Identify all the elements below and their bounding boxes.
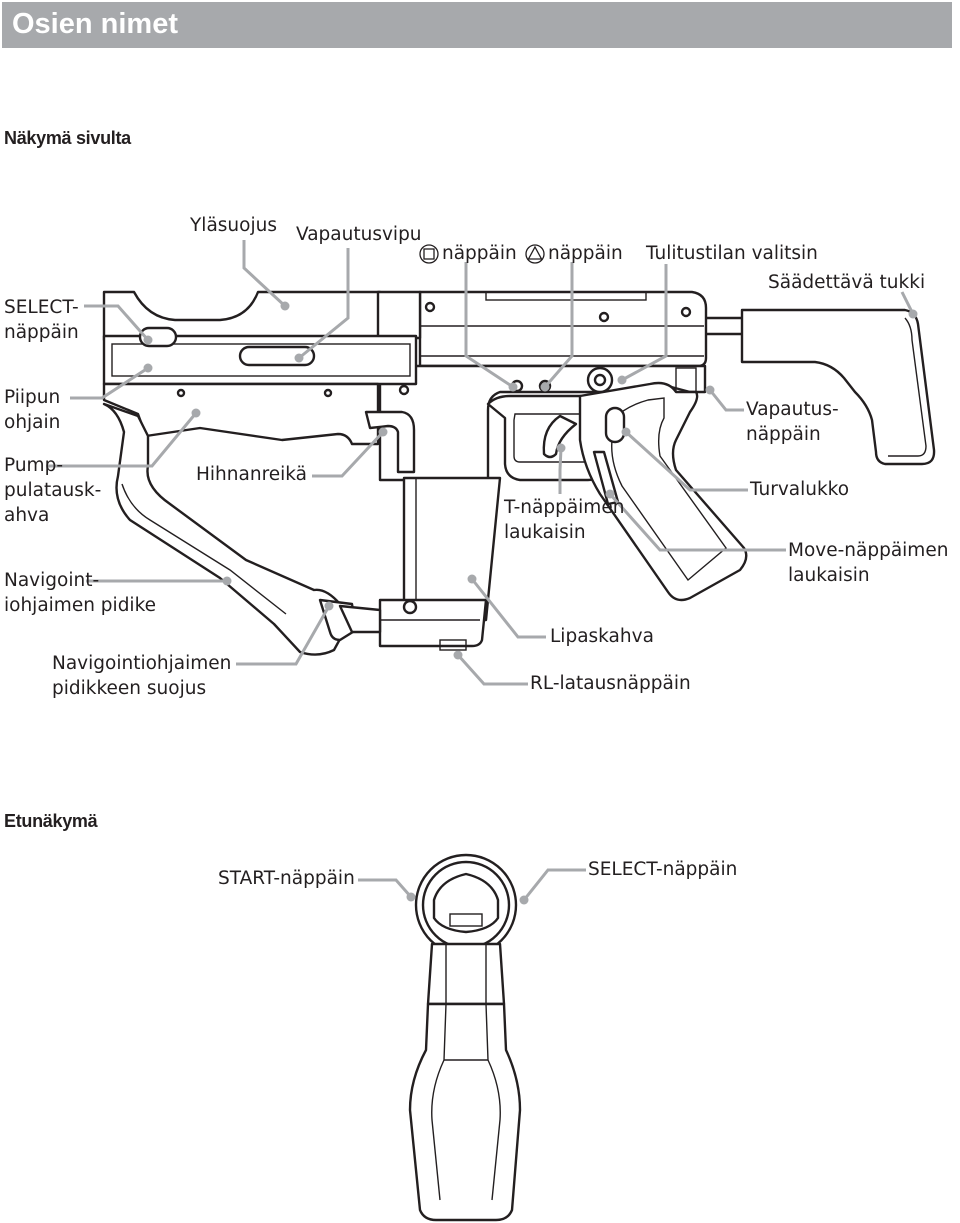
- front-view-leaders: [358, 868, 586, 905]
- label-select-button: SELECT- näppäin: [4, 297, 79, 343]
- label-pump-grip: Pump- pulatausk- ahva: [4, 455, 102, 526]
- page-title: Osien nimet: [12, 8, 178, 40]
- receiver-body: [418, 290, 708, 368]
- safety-lock: [604, 406, 626, 444]
- top-cover: [102, 290, 382, 342]
- front-neck: [426, 942, 506, 1006]
- label-magazine-grip: Lipaskahva: [550, 626, 654, 647]
- label-nav-holder: Navigoint- iohjaimen pidike: [4, 570, 157, 616]
- label-triangle-button: näppäin: [548, 243, 623, 264]
- adjustable-stock: [740, 308, 936, 466]
- front-grip: [408, 1002, 522, 1222]
- label-release-lever: Vapautusvipu: [296, 224, 422, 245]
- label-start-button: START-näppäin: [218, 868, 355, 889]
- side-view-drawing: [102, 290, 936, 656]
- label-top-cover: Yläsuojus: [190, 215, 277, 236]
- triangle-button-icon: [525, 244, 545, 264]
- label-nav-holder-cover: Navigointiohjaimen pidikkeen suojus: [52, 653, 232, 699]
- label-front-select-button: SELECT-näppäin: [588, 859, 738, 880]
- label-move-trigger: Move-näppäimen laukaisin: [788, 540, 949, 586]
- t-trigger: [542, 414, 578, 459]
- side-view-leaders: [46, 240, 918, 686]
- label-safety-lock: Turvalukko: [750, 479, 850, 500]
- label-rl-charge-button: RL-latausnäppäin: [530, 673, 691, 694]
- label-fire-mode-selector: Tulitustilan valitsin: [646, 243, 818, 264]
- square-button-icon: [419, 244, 439, 264]
- label-release-button: Vapautus- näppäin: [746, 399, 839, 445]
- label-barrel-guide: Piipun ohjain: [4, 387, 61, 433]
- label-strap-hole: Hihnanreikä: [196, 464, 308, 485]
- magazine-grip: [402, 476, 502, 622]
- strap-hole: [364, 410, 416, 474]
- label-t-trigger: T-näppäimen laukaisin: [504, 497, 625, 543]
- pump-grip: [102, 382, 380, 446]
- title-bar: Osien nimet: [2, 2, 952, 48]
- label-adjustable-stock: Säädettävä tukki: [768, 272, 926, 293]
- side-view-heading: Näkymä sivulta: [4, 128, 131, 148]
- nav-holder: [102, 402, 348, 656]
- label-square-button: näppäin: [442, 243, 517, 264]
- front-view-heading: Etunäkymä: [4, 811, 98, 831]
- front-view-drawing: [408, 853, 522, 1222]
- stock-rod: [702, 316, 746, 336]
